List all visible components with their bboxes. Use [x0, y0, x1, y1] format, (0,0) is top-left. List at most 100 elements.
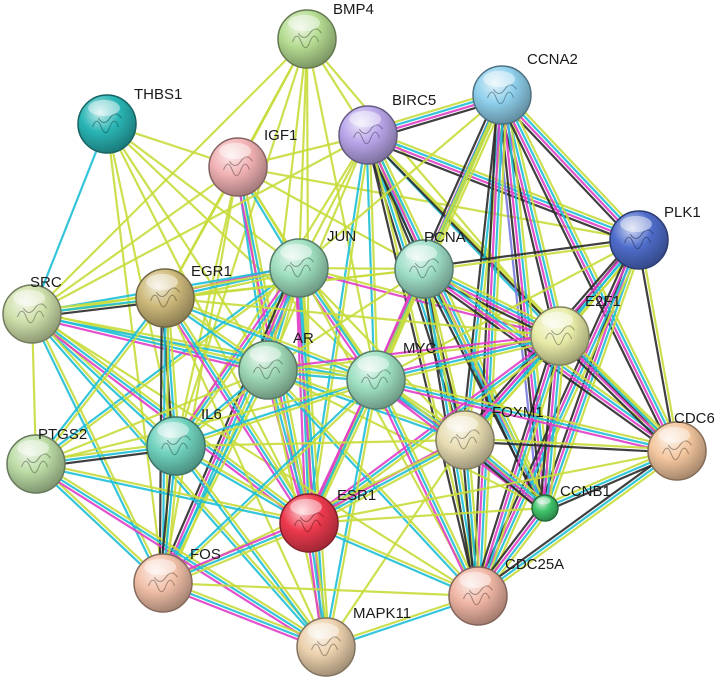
protein-structure-icon — [294, 512, 324, 533]
edge-line-textmining — [297, 38, 309, 269]
node-esr1[interactable]: ESR1 — [279, 487, 376, 553]
edge-line-experimental — [500, 95, 639, 242]
protein-structure-icon — [545, 325, 575, 346]
node-ball[interactable] — [338, 105, 398, 165]
node-ball[interactable] — [609, 210, 669, 270]
node-highlight — [536, 497, 551, 505]
edge-line-textmining — [308, 449, 678, 525]
node-highlight — [17, 439, 50, 457]
node-label: PCNA — [424, 229, 466, 246]
edge-src-cdc25a — [31, 313, 479, 597]
edge-line-textmining — [106, 123, 300, 269]
node-thbs1[interactable]: THBS1 — [77, 86, 182, 154]
node-highlight — [620, 215, 653, 233]
edge-line-textmining — [175, 438, 466, 448]
edge-line-textmining — [31, 166, 239, 315]
node-cdc6[interactable]: CDC6 — [647, 410, 715, 481]
node-ball[interactable] — [6, 434, 66, 494]
node-label: E2F1 — [585, 293, 621, 310]
edge-line-coexpression — [423, 237, 639, 269]
edge-line-textmining — [32, 311, 377, 380]
node-label: THBS1 — [134, 86, 182, 103]
node-src[interactable]: SRC — [2, 274, 62, 344]
edge-line-database — [33, 296, 165, 464]
node-mapk11[interactable]: MAPK11 — [296, 605, 411, 677]
node-ccna2[interactable]: CCNA2 — [472, 51, 578, 125]
node-ball[interactable] — [346, 350, 406, 410]
node-foxm1[interactable]: FOXM1 — [435, 404, 544, 470]
node-bmp4[interactable]: BMP4 — [277, 1, 374, 69]
node-e2f1[interactable]: E2F1 — [530, 293, 621, 366]
node-pcna[interactable]: PCNA — [394, 229, 466, 299]
node-ball[interactable] — [135, 268, 195, 328]
protein-structure-icon — [662, 440, 692, 461]
node-ball[interactable] — [77, 94, 137, 154]
edge-line-database — [463, 94, 504, 441]
node-ball[interactable] — [146, 416, 206, 476]
edge-line-coexpression — [636, 240, 677, 452]
node-myc[interactable]: MYC — [346, 340, 437, 410]
edge-foxm1-mapk11 — [325, 439, 466, 648]
node-label: JUN — [327, 228, 356, 245]
node-ball[interactable] — [279, 493, 339, 553]
node-ccnb1[interactable]: CCNB1 — [531, 483, 611, 522]
edge-egr1-esr1 — [161, 295, 313, 526]
edge-line-database — [31, 314, 376, 383]
edge-line-textmining — [376, 375, 678, 449]
edge-line-coexpression — [496, 96, 674, 454]
edge-egr1-e2f1 — [164, 296, 561, 338]
node-ball[interactable] — [238, 340, 298, 400]
node-fos[interactable]: FOS — [133, 546, 221, 613]
node-ball[interactable] — [2, 284, 62, 344]
node-ball[interactable] — [448, 566, 508, 626]
node-igf1[interactable]: IGF1 — [208, 127, 297, 197]
node-label: BIRC5 — [392, 92, 436, 109]
node-label: PLK1 — [664, 204, 701, 221]
node-ball[interactable] — [394, 239, 454, 299]
node-egr1[interactable]: EGR1 — [135, 263, 232, 328]
edge-myc-ptgs2 — [35, 378, 377, 466]
node-highlight — [146, 273, 179, 291]
node-ar[interactable]: AR — [238, 330, 314, 400]
edge-igf1-il6 — [174, 166, 240, 447]
node-label: SRC — [30, 274, 62, 291]
edge-line-textmining — [368, 133, 679, 451]
protein-structure-icon — [92, 113, 122, 134]
protein-structure-icon — [161, 435, 191, 456]
node-highlight — [280, 243, 313, 261]
protein-structure-icon — [463, 585, 493, 606]
node-ball[interactable] — [531, 494, 559, 522]
protein-structure-icon — [21, 453, 51, 474]
node-ball[interactable] — [277, 9, 337, 69]
node-ball[interactable] — [435, 410, 495, 470]
node-il6[interactable]: IL6 — [146, 406, 222, 476]
edge-line-textmining — [465, 437, 678, 451]
node-cdc25a[interactable]: CDC25A — [448, 556, 564, 626]
node-ball[interactable] — [208, 137, 268, 197]
edge-line-textmining — [174, 38, 309, 447]
node-ball[interactable] — [647, 421, 707, 481]
node-ball[interactable] — [530, 306, 590, 366]
edge-line-database — [35, 463, 327, 648]
node-ptgs2[interactable]: PTGS2 — [6, 426, 87, 494]
node-plk1[interactable]: PLK1 — [609, 204, 701, 270]
edge-line-database — [30, 123, 109, 315]
edge-line-experimental — [160, 266, 299, 583]
protein-structure-icon — [17, 303, 47, 324]
node-ball[interactable] — [269, 238, 329, 298]
node-highlight — [88, 99, 121, 117]
edge-line-experimental — [499, 95, 677, 453]
node-ball[interactable] — [296, 617, 356, 677]
edge-line-textmining — [174, 166, 240, 447]
node-label: CCNA2 — [527, 51, 578, 68]
node-jun[interactable]: JUN — [269, 228, 356, 298]
edge-line-database — [365, 135, 376, 381]
edge-line-coexpression — [366, 135, 677, 453]
protein-structure-icon — [361, 369, 391, 390]
node-ball[interactable] — [472, 65, 532, 125]
edge-line-textmining — [162, 581, 479, 598]
node-birc5[interactable]: BIRC5 — [338, 92, 436, 165]
edge-birc5-src — [31, 134, 369, 315]
node-ball[interactable] — [133, 553, 193, 613]
